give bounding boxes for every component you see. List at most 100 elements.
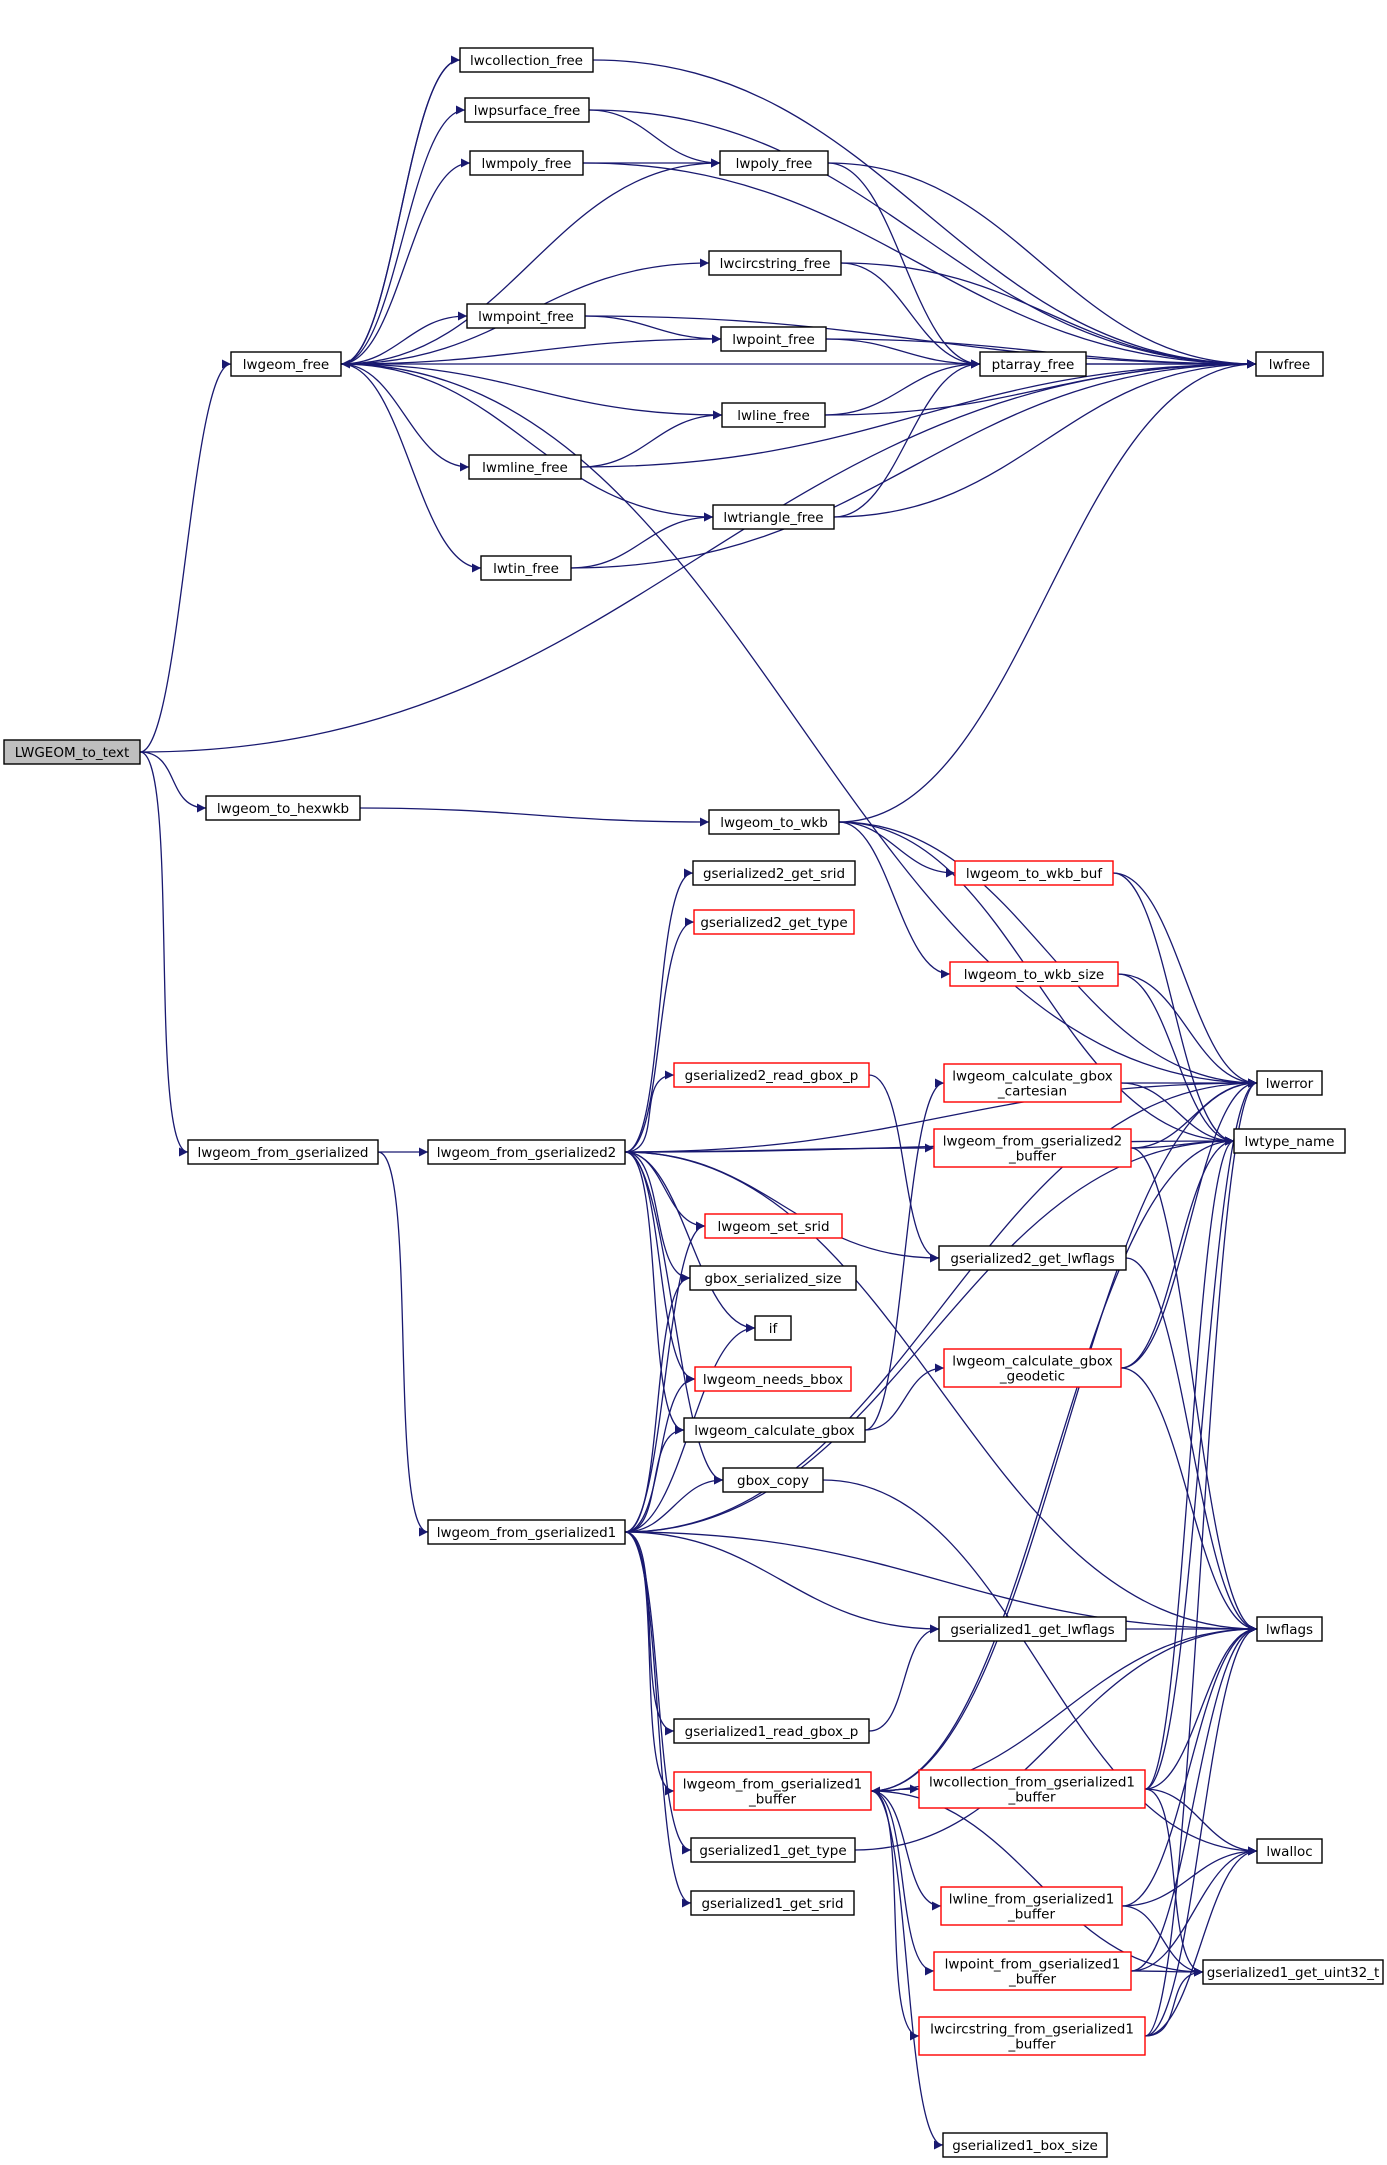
edge-lwgeom_from_gserialized1_buffer-to-gserialized1_get_uint32_t	[870, 1790, 1204, 1977]
node-lwcircstring_from_gserialized1_buffer[interactable]: lwcircstring_from_gserialized1_buffer	[918, 2016, 1146, 2056]
node-lwtype_name[interactable]: lwtype_name	[1233, 1128, 1346, 1154]
edge-lwgeom_free-to-lwpoly_free	[340, 158, 721, 365]
edge-lwcircstring_free-to-lwfree	[840, 262, 1257, 369]
edge-line	[870, 1790, 1204, 1977]
node-label: lwline_free	[737, 408, 810, 424]
node-lwgeom_set_srid[interactable]: lwgeom_set_srid	[704, 1213, 843, 1239]
node-LWGEOM_to_text[interactable]: LWGEOM_to_text	[3, 739, 141, 765]
node-lwgeom_from_gserialized1_buffer[interactable]: lwgeom_from_gserialized1_buffer	[673, 1771, 872, 1811]
node-label: lwpoint_from_gserialized1	[945, 1957, 1121, 1973]
node-label: lwgeom_calculate_gbox	[952, 1069, 1113, 1085]
edge-lwgeom_calculate_gbox_geodetic-to-lwflags	[1120, 1367, 1258, 1634]
edge-line	[624, 1531, 940, 1634]
edge-lwgeom_from_gserialized2-to-if	[624, 1151, 756, 1333]
node-label: gserialized1_get_lwflags	[950, 1622, 1114, 1638]
node-lwgeom_to_wkb_size[interactable]: lwgeom_to_wkb_size	[949, 961, 1119, 987]
node-box	[427, 1519, 626, 1545]
edge-line	[838, 821, 1258, 1088]
node-gserialized1_box_size[interactable]: gserialized1_box_size	[942, 2132, 1108, 2158]
node-box	[1255, 351, 1324, 377]
node-lwgeom_to_hexwkb[interactable]: lwgeom_to_hexwkb	[205, 795, 361, 821]
node-lwline_from_gserialized1_buffer[interactable]: lwline_from_gserialized1_buffer	[940, 1886, 1123, 1926]
node-lwcollection_from_gserialized1_buffer[interactable]: lwcollection_from_gserialized1_buffer	[918, 1769, 1146, 1809]
edge-line	[1144, 1788, 1258, 1856]
node-gbox_serialized_size[interactable]: gbox_serialized_size	[689, 1265, 857, 1291]
node-lwgeom_to_wkb[interactable]: lwgeom_to_wkb	[708, 809, 840, 835]
edge-line	[870, 1790, 942, 1911]
node-gserialized2_read_gbox_p[interactable]: gserialized2_read_gbox_p	[673, 1062, 870, 1088]
edge-line	[824, 359, 981, 416]
node-lwgeom_needs_bbox[interactable]: lwgeom_needs_bbox	[694, 1366, 852, 1392]
edge-lwgeom_calculate_gbox-to-lwgeom_calculate_gbox_cartesian	[864, 1078, 945, 1431]
node-lwmpoly_free[interactable]: lwmpoly_free	[469, 150, 584, 176]
node-lwerror[interactable]: lwerror	[1256, 1070, 1323, 1096]
node-box	[940, 1886, 1123, 1926]
node-lwcircstring_free[interactable]: lwcircstring_free	[708, 250, 842, 276]
node-box	[942, 2132, 1108, 2158]
node-ptarray_free[interactable]: ptarray_free	[979, 351, 1087, 377]
node-lwflags[interactable]: lwflags	[1256, 1616, 1323, 1642]
edge-line	[624, 1531, 675, 1796]
node-lwpoly_free[interactable]: lwpoly_free	[719, 150, 829, 176]
node-lwgeom_calculate_gbox_geodetic[interactable]: lwgeom_calculate_gbox_geodetic	[943, 1348, 1122, 1388]
node-box	[673, 1718, 870, 1744]
edge-lwcollection_from_gserialized1_buffer-to-lwflags	[1144, 1624, 1258, 1790]
node-box	[690, 1837, 856, 1863]
node-lwcollection_free[interactable]: lwcollection_free	[459, 47, 594, 73]
edge-line	[827, 162, 1257, 369]
node-lwgeom_from_gserialized1[interactable]: lwgeom_from_gserialized1	[427, 1519, 626, 1545]
node-lwtriangle_free[interactable]: lwtriangle_free	[712, 504, 835, 530]
node-lwpoint_from_gserialized1_buffer[interactable]: lwpoint_from_gserialized1_buffer	[933, 1951, 1132, 1991]
node-lwgeom_free[interactable]: lwgeom_free	[230, 351, 342, 377]
node-box	[690, 1890, 855, 1916]
node-if[interactable]: if	[754, 1315, 792, 1341]
edge-lwgeom_free-to-lwpoint_free	[340, 334, 722, 365]
node-gserialized2_get_lwflags[interactable]: gserialized2_get_lwflags	[938, 1245, 1127, 1271]
node-label: gserialized1_get_srid	[701, 1896, 843, 1912]
node-label: gserialized1_box_size	[952, 2138, 1098, 2154]
node-gserialized1_get_uint32_t[interactable]: gserialized1_get_uint32_t	[1202, 1959, 1384, 1985]
node-lwpoint_free[interactable]: lwpoint_free	[720, 326, 827, 352]
node-label: lwgeom_from_gserialized2	[943, 1134, 1123, 1150]
node-lwtin_free[interactable]: lwtin_free	[480, 555, 572, 581]
edge-lwgeom_free-to-lwmpoly_free	[340, 158, 471, 365]
node-lwgeom_calculate_gbox[interactable]: lwgeom_calculate_gbox	[683, 1417, 866, 1443]
edge-line	[340, 363, 470, 472]
node-gbox_copy[interactable]: gbox_copy	[722, 1467, 824, 1493]
node-label: lwgeom_to_wkb	[720, 815, 828, 831]
edge-lwgeom_from_gserialized2-to-lwgeom_needs_bbox	[624, 1151, 696, 1384]
edge-lwgeom_calculate_gbox_geodetic-to-lwerror	[1120, 1078, 1258, 1369]
edge-line	[624, 1151, 691, 1283]
node-label: _buffer	[1007, 2037, 1055, 2053]
node-lwgeom_to_wkb_buf[interactable]: lwgeom_to_wkb_buf	[954, 860, 1114, 886]
node-gserialized2_get_type[interactable]: gserialized2_get_type	[693, 909, 855, 935]
node-label: lwgeom_from_gserialized	[198, 1145, 369, 1161]
edge-lwgeom_free-to-lwmline_free	[340, 363, 470, 472]
node-gserialized1_read_gbox_p[interactable]: gserialized1_read_gbox_p	[673, 1718, 870, 1744]
node-box	[933, 1951, 1132, 1991]
edge-lwgeom_from_gserialized1-to-gserialized1_read_gbox_p	[624, 1531, 675, 1736]
node-lwfree[interactable]: lwfree	[1255, 351, 1324, 377]
node-lwmline_free[interactable]: lwmline_free	[468, 454, 582, 480]
node-gserialized1_get_lwflags[interactable]: gserialized1_get_lwflags	[938, 1616, 1127, 1642]
node-gserialized2_get_srid[interactable]: gserialized2_get_srid	[692, 860, 856, 886]
node-lwgeom_from_gserialized2_buffer[interactable]: lwgeom_from_gserialized2_buffer	[933, 1128, 1132, 1168]
edge-lwgeom_from_gserialized1-to-lwtype_name	[624, 1136, 1235, 1533]
node-lwline_free[interactable]: lwline_free	[721, 402, 826, 428]
node-lwgeom_calculate_gbox_cartesian[interactable]: lwgeom_calculate_gbox_cartesian	[943, 1063, 1122, 1103]
node-lwalloc[interactable]: lwalloc	[1256, 1838, 1323, 1864]
edge-line	[340, 363, 482, 573]
node-lwpsurface_free[interactable]: lwpsurface_free	[464, 97, 590, 123]
edge-lwgeom_from_gserialized2-to-gserialized2_get_lwflags	[624, 1151, 940, 1263]
node-lwgeom_from_gserialized[interactable]: lwgeom_from_gserialized	[187, 1139, 379, 1165]
node-lwgeom_from_gserialized2[interactable]: lwgeom_from_gserialized2	[427, 1139, 626, 1165]
edge-line	[139, 751, 207, 813]
edge-lwcollection_from_gserialized1_buffer-to-lwalloc	[1144, 1788, 1258, 1856]
node-gserialized1_get_srid[interactable]: gserialized1_get_srid	[690, 1890, 855, 1916]
node-box	[722, 1467, 824, 1493]
node-gserialized1_get_type[interactable]: gserialized1_get_type	[690, 1837, 856, 1863]
node-label: gserialized2_get_srid	[703, 866, 845, 882]
node-lwmpoint_free[interactable]: lwmpoint_free	[466, 303, 586, 329]
edge-lwline_from_gserialized1_buffer-to-lwalloc	[1121, 1846, 1258, 1907]
edge-lwpoint_free-to-ptarray_free	[825, 338, 981, 369]
